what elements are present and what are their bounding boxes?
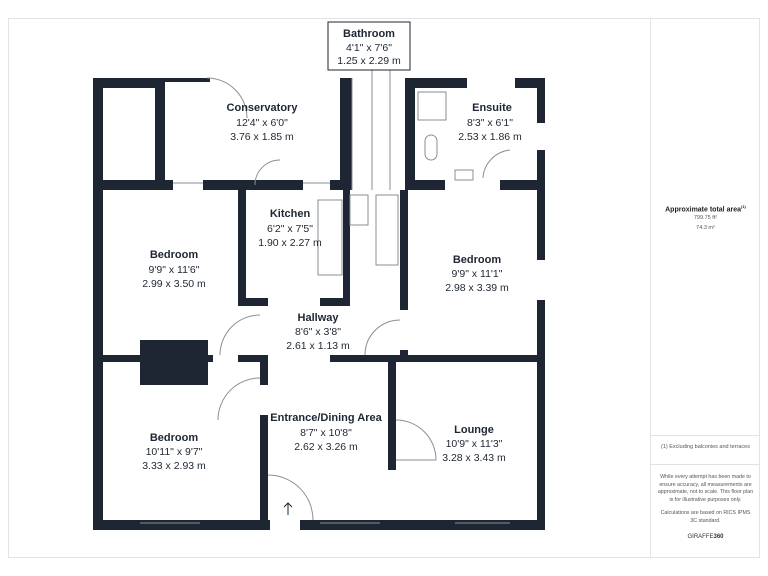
room-ensuite: Ensuite 8'3" x 6'1" 2.53 x 1.86 m <box>458 102 522 143</box>
room-imperial: 4'1" x 7'6" <box>346 42 392 54</box>
room-metric: 2.99 x 3.50 m <box>142 278 206 290</box>
area-sqm: 74.3 m² <box>696 225 715 231</box>
area-title: Approximate total area(1) <box>665 204 746 214</box>
bathroom-label-box <box>327 21 411 71</box>
entrance-arrow-icon <box>283 502 293 515</box>
room-lounge: Lounge 10'9" x 11'3" 3.28 x 3.43 m <box>442 424 506 464</box>
room-metric: 3.76 x 1.85 m <box>230 131 294 143</box>
room-imperial: 10'9" x 11'3" <box>446 438 503 450</box>
footnote: (1) Excluding balconies and terraces <box>661 444 750 450</box>
disclaimer: While every attempt has been made to ens… <box>657 474 754 503</box>
room-name: Hallway <box>298 312 340 324</box>
room-imperial: 8'3" x 6'1" <box>467 117 513 129</box>
room-kitchen: Kitchen 6'2" x 7'5" 1.90 x 2.27 m <box>258 208 322 249</box>
room-metric: 1.25 x 2.29 m <box>337 55 401 67</box>
room-name: Bedroom <box>150 249 199 261</box>
room-name: Entrance/Dining Area <box>270 412 382 424</box>
room-imperial: 9'9" x 11'1" <box>452 268 503 280</box>
room-bedroom-bottom: Bedroom 10'11" x 9'7" 3.33 x 2.93 m <box>142 432 206 472</box>
room-imperial: 8'7" x 10'8" <box>300 427 352 439</box>
area-sqft: 799.75 ft² <box>693 215 718 221</box>
room-metric: 2.61 x 1.13 m <box>286 340 350 352</box>
room-metric: 2.98 x 3.39 m <box>445 282 509 294</box>
room-imperial: 8'6" x 3'8" <box>295 326 341 338</box>
room-bedroom-right: Bedroom 9'9" x 11'1" 2.98 x 3.39 m <box>445 254 509 294</box>
room-name: Kitchen <box>270 208 311 220</box>
room-name: Ensuite <box>472 102 512 114</box>
fixtures <box>140 70 511 524</box>
room-metric: 1.90 x 2.27 m <box>258 237 322 249</box>
room-metric: 2.62 x 3.26 m <box>294 441 358 453</box>
page-frame <box>8 18 760 558</box>
room-name: Bathroom <box>343 28 395 40</box>
room-name: Bedroom <box>453 254 502 266</box>
room-metric: 3.28 x 3.43 m <box>442 452 506 464</box>
room-imperial: 9'9" x 11'6" <box>149 264 200 276</box>
room-imperial: 10'11" x 9'7" <box>146 446 203 458</box>
divider <box>651 435 760 436</box>
room-hallway: Hallway 8'6" x 3'8" 2.61 x 1.13 m <box>286 312 350 352</box>
calc-note: Calculations are based on RICS IPMS 3C s… <box>660 510 751 524</box>
walls <box>93 78 545 530</box>
room-name: Conservatory <box>227 102 299 114</box>
room-name: Bedroom <box>150 432 199 444</box>
room-entrance-dining: Entrance/Dining Area 8'7" x 10'8" 2.62 x… <box>270 412 382 453</box>
brand-logo: GIRAFFE360 <box>687 534 724 540</box>
room-metric: 2.53 x 1.86 m <box>458 131 522 143</box>
room-bedroom-left: Bedroom 9'9" x 11'6" 2.99 x 3.50 m <box>142 249 206 290</box>
info-panel: Approximate total area(1) 799.75 ft² 74.… <box>650 18 760 558</box>
divider <box>651 464 760 465</box>
room-metric: 3.33 x 2.93 m <box>142 460 206 472</box>
room-conservatory: Conservatory 12'4" x 6'0" 3.76 x 1.85 m <box>227 102 299 143</box>
room-bathroom: Bathroom 4'1" x 7'6" 1.25 x 2.29 m <box>337 28 401 67</box>
room-imperial: 12'4" x 6'0" <box>236 117 288 129</box>
room-name: Lounge <box>454 424 494 436</box>
room-imperial: 6'2" x 7'5" <box>267 223 313 235</box>
floor-plan: Bathroom 4'1" x 7'6" 1.25 x 2.29 m Conse… <box>93 21 545 530</box>
